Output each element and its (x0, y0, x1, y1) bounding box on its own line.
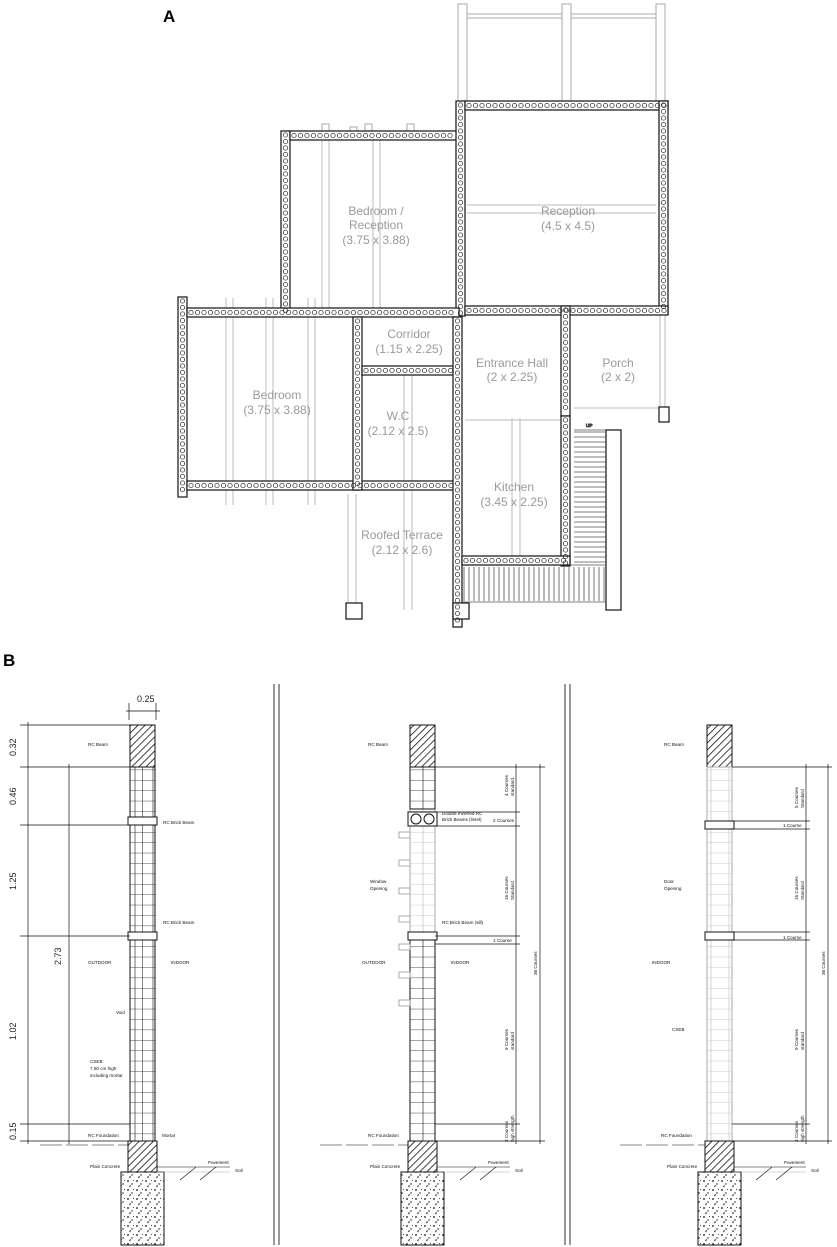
s3-c1b: 1 Course (783, 935, 802, 940)
s2-c36: 36 Courses (533, 951, 538, 975)
s1-cseb-2: 7.50 cm high (90, 1066, 117, 1071)
s3-rc-foundation: RC Foundation (661, 1133, 692, 1138)
s2-c3s: high strength (510, 1115, 515, 1142)
room-wc-dims: (2.12 x 2.5) (368, 424, 429, 438)
s3-c3: 3 Courses (794, 1120, 799, 1142)
section-separators (273, 684, 571, 1245)
room-entrance-hall-dims: (2 x 2.25) (487, 370, 538, 384)
s2-window-1: Window (370, 879, 387, 884)
room-bedroom-name: Bedroom (253, 388, 302, 402)
s3-c9: 9 Courses (794, 1028, 799, 1050)
s3-pavement: Pavement (784, 1160, 805, 1165)
wall-section-2: RC Beam Double Inverted RC Brick Beams (… (320, 724, 545, 1246)
s1-rc-brick-beam-top: RC Brick Beam (163, 820, 195, 825)
room-corridor-dims: (1.15 x 2.25) (375, 342, 442, 356)
s2-c4: 4 Courses (504, 774, 509, 796)
s3-c5: 5 Courses (794, 786, 799, 808)
s1-rc-beam: RC Beam (88, 742, 108, 747)
s3-c1a: 1 Course (783, 823, 802, 828)
s3-soil: Soil (811, 1168, 819, 1173)
s1-indoor: INDOOR (171, 960, 190, 965)
s3-c36: 36 Courses (821, 951, 826, 975)
s2-c4s: standard (510, 778, 515, 796)
room-terrace-name: Roofed Terrace (361, 528, 443, 542)
s1-void: Void (116, 1010, 125, 1015)
s2-pavement: Pavement (488, 1160, 509, 1165)
s2-c2: 2 Courses (493, 818, 515, 823)
s1-dim-032: 0.32 (8, 738, 18, 756)
room-kitchen-dims: (3.45 x 2.25) (480, 495, 547, 509)
s1-dim-015: 0.15 (8, 1122, 18, 1140)
s2-rc-foundation: RC Foundation (368, 1133, 399, 1138)
s1-dim-273: 2.73 (53, 947, 63, 965)
s2-c16s: Standard (510, 881, 515, 900)
s3-c5s: Standard (800, 789, 805, 808)
room-kitchen-name: Kitchen (494, 480, 534, 494)
s2-rc-beam: RC Beam (368, 742, 388, 747)
s2-soil: Soil (515, 1168, 523, 1173)
wall-section-3: RC Beam Door Opening INDOOR CSEB RC Foun… (620, 724, 832, 1246)
s3-c16s: Standard (800, 881, 805, 900)
room-porch-name: Porch (602, 356, 633, 370)
room-bedroom-reception-dims: (3.75 x 3.88) (342, 233, 409, 247)
room-wc-name: W.C (387, 409, 410, 423)
s3-door-1: Door (664, 879, 674, 884)
room-corridor-name: Corridor (387, 327, 430, 341)
s2-c3: 3 Courses (504, 1120, 509, 1142)
s1-left-dims: 0.32 0.46 1.25 1.02 0.15 2.73 (8, 738, 63, 1140)
s2-c1: 1 Course (493, 938, 512, 943)
s3-c16: 16 Courses (794, 876, 799, 900)
s2-lintel-1: Double Inverted RC (442, 811, 483, 816)
s1-dim-125: 1.25 (8, 872, 18, 890)
room-reception-name: Reception (541, 204, 595, 218)
s1-cseb-3: including mortar (90, 1073, 123, 1078)
panel-label-a: A (163, 7, 175, 26)
s1-soil: Soil (235, 1168, 243, 1173)
s1-plain-concrete: Plain Concrete (90, 1164, 121, 1169)
s2-lintel-2: Brick Beams (lintel) (442, 817, 482, 822)
s2-sill: RC Brick Beam (sill) (442, 920, 484, 925)
s2-outdoor: OUTDOOR (362, 960, 386, 965)
panel-label-b: B (3, 651, 15, 670)
s3-indoor: INDOOR (652, 960, 671, 965)
s2-window-2: Opening (370, 886, 388, 891)
s1-dim-102: 1.02 (8, 1022, 18, 1040)
s2-c9: 9 Courses (504, 1028, 509, 1050)
s3-c3s: high strength (800, 1115, 805, 1142)
room-terrace-dims: (2.12 x 2.6) (372, 543, 433, 557)
s1-mortar: Mortar (162, 1133, 176, 1138)
room-bedroom-reception-name: Bedroom / (348, 204, 404, 218)
room-entrance-hall-name: Entrance Hall (476, 356, 548, 370)
room-porch-dims: (2 x 2) (601, 370, 635, 384)
s1-rc-foundation: RC Foundation (88, 1133, 119, 1138)
s1-outdoor: OUTDOOR (88, 960, 112, 965)
s2-c9s: standard (510, 1032, 515, 1050)
s1-cseb-1: CSEB (90, 1059, 103, 1064)
wall-section-1: 0.25 0.32 0.46 1.25 1.02 0.15 2.73 OUTDO… (8, 694, 243, 1246)
s2-indoor: INDOOR (451, 960, 470, 965)
s3-plain-concrete: Plain Concrete (667, 1164, 698, 1169)
stair-up-label: UP (586, 423, 592, 428)
s3-c9s: standard (800, 1032, 805, 1050)
floor-plan: UP (177, 3, 670, 628)
s2-c16: 16 Courses (504, 876, 509, 900)
s1-pavement: Pavement (208, 1160, 229, 1165)
s1-width-dim: 0.25 (137, 694, 155, 704)
s3-cseb: CSEB (672, 1027, 685, 1032)
room-bedroom-reception-name2: Reception (349, 218, 403, 232)
s3-door-2: Opening (664, 886, 682, 891)
s2-plain-concrete: Plain Concrete (370, 1164, 401, 1169)
s1-rc-brick-beam-mid: RC Brick Beam (163, 920, 195, 925)
room-labels: Bedroom / Reception (3.75 x 3.88) Recept… (243, 204, 635, 557)
room-reception-dims: (4.5 x 4.5) (541, 219, 595, 233)
s3-rc-beam: RC Beam (664, 742, 684, 747)
room-bedroom-dims: (3.75 x 3.88) (243, 403, 310, 417)
s1-dim-046: 0.46 (8, 787, 18, 805)
